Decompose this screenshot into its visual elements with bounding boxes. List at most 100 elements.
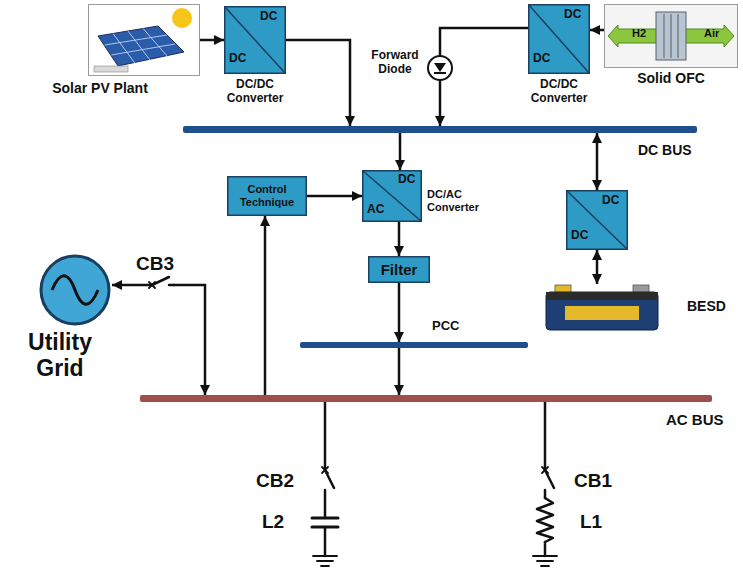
bus-label: AC BUS (666, 411, 724, 428)
load-wire (544, 402, 547, 468)
filter-box: Filter (368, 256, 430, 283)
load-wire (324, 527, 327, 556)
resistor-symbol (537, 498, 553, 542)
converter-diagonal (567, 191, 628, 250)
diode-bar (434, 72, 446, 74)
battery-device: BESD (543, 284, 661, 332)
load-label: L1 (580, 511, 602, 533)
node-heading: Forward Diode (367, 49, 423, 77)
node-heading: DC/DC Converter (212, 78, 298, 106)
panel-grid (113, 34, 135, 64)
converter-box: DCDC (566, 190, 628, 250)
battery-body (546, 292, 658, 330)
breaker-gap (149, 276, 173, 288)
connector (439, 81, 442, 126)
gas-label: H2 (632, 27, 646, 40)
bus-label: PCC (432, 319, 459, 334)
box-outline (228, 177, 307, 216)
converter-outline (363, 171, 422, 222)
box-text: Control Technique (232, 183, 302, 208)
connector (440, 28, 528, 55)
node-heading: DC/DC Converter (518, 78, 600, 106)
connector (398, 348, 401, 395)
node-outline (140, 395, 712, 402)
breaker-label: CB1 (574, 470, 612, 492)
node-heading: BESD (687, 298, 726, 314)
connector (307, 195, 362, 198)
node-outline (300, 342, 528, 348)
converter-box: DCDCDC/DC Converter (224, 6, 286, 74)
connector (200, 39, 224, 42)
cell-plate (664, 14, 665, 58)
load-label: L2 (262, 511, 284, 533)
solar-panel-picture (98, 26, 184, 66)
battery-top (546, 292, 658, 300)
cell-plate (678, 14, 679, 58)
breaker-blade (325, 470, 334, 488)
box-outline (369, 257, 430, 283)
port-label: DC (398, 173, 415, 187)
node-heading: DC/AC Converter (427, 188, 501, 213)
connector (264, 216, 267, 395)
diode-circle (428, 56, 452, 80)
cell-stack (656, 12, 686, 60)
ground-symbol (313, 555, 337, 557)
node-outline (183, 126, 697, 133)
wire (169, 284, 174, 287)
converter-outline (529, 5, 590, 74)
pcc-bus: PCC (300, 342, 528, 348)
ac-bus: AC BUS (140, 395, 712, 402)
gas-label: Air (704, 27, 719, 40)
breaker-blade (545, 470, 554, 488)
capacitor-plate (312, 517, 338, 520)
breaker-label: CB3 (136, 253, 174, 275)
panel-grid (105, 35, 167, 45)
panel-grid (128, 31, 150, 60)
load-wire (324, 402, 327, 468)
ground-symbol (541, 565, 549, 567)
connector (596, 250, 599, 284)
source-circle (41, 256, 109, 324)
sine-symbol (52, 276, 98, 305)
bus-label: DC BUS (638, 142, 692, 158)
converter-diagonal (225, 7, 286, 74)
sun-picture (172, 8, 192, 28)
converter-outline (567, 191, 628, 250)
connector (596, 133, 599, 190)
node-heading: Utility Grid (10, 329, 110, 382)
diode-triangle (434, 63, 446, 72)
picture-frame (605, 5, 738, 68)
converter-box: DCDCDC/DC Converter (528, 4, 590, 74)
converter-box: DCACDC/AC Converter (362, 170, 422, 222)
port-label: DC (229, 52, 246, 66)
node-outline (38, 253, 112, 327)
dc-bus: DC BUS (183, 126, 697, 133)
connector (286, 40, 350, 126)
cell-plate (671, 14, 672, 58)
bus-bar (300, 342, 528, 348)
battery-stripe (565, 306, 639, 320)
connector (112, 285, 205, 395)
port-label: DC (533, 52, 550, 66)
converter-diagonal (363, 171, 422, 222)
node-outline (88, 4, 200, 76)
converter-outline (225, 7, 286, 74)
breaker-blade (152, 277, 169, 285)
ground-symbol (533, 555, 557, 557)
load-wire (324, 490, 327, 518)
connector (398, 283, 401, 342)
connector (399, 133, 402, 170)
load-wire (544, 542, 547, 556)
node-outline (427, 55, 453, 81)
solar-pv-plant: Solar PV Plant (88, 4, 200, 76)
bus-bar (140, 395, 712, 402)
box-text: Filter (381, 261, 418, 278)
ground-symbol (321, 565, 329, 567)
connector (590, 29, 604, 32)
panel-grid (143, 29, 168, 58)
panel-stand (94, 66, 128, 72)
port-label: DC (602, 194, 619, 208)
node-outline (543, 284, 661, 332)
port-label: DC (260, 10, 277, 24)
panel-grid (111, 44, 175, 55)
